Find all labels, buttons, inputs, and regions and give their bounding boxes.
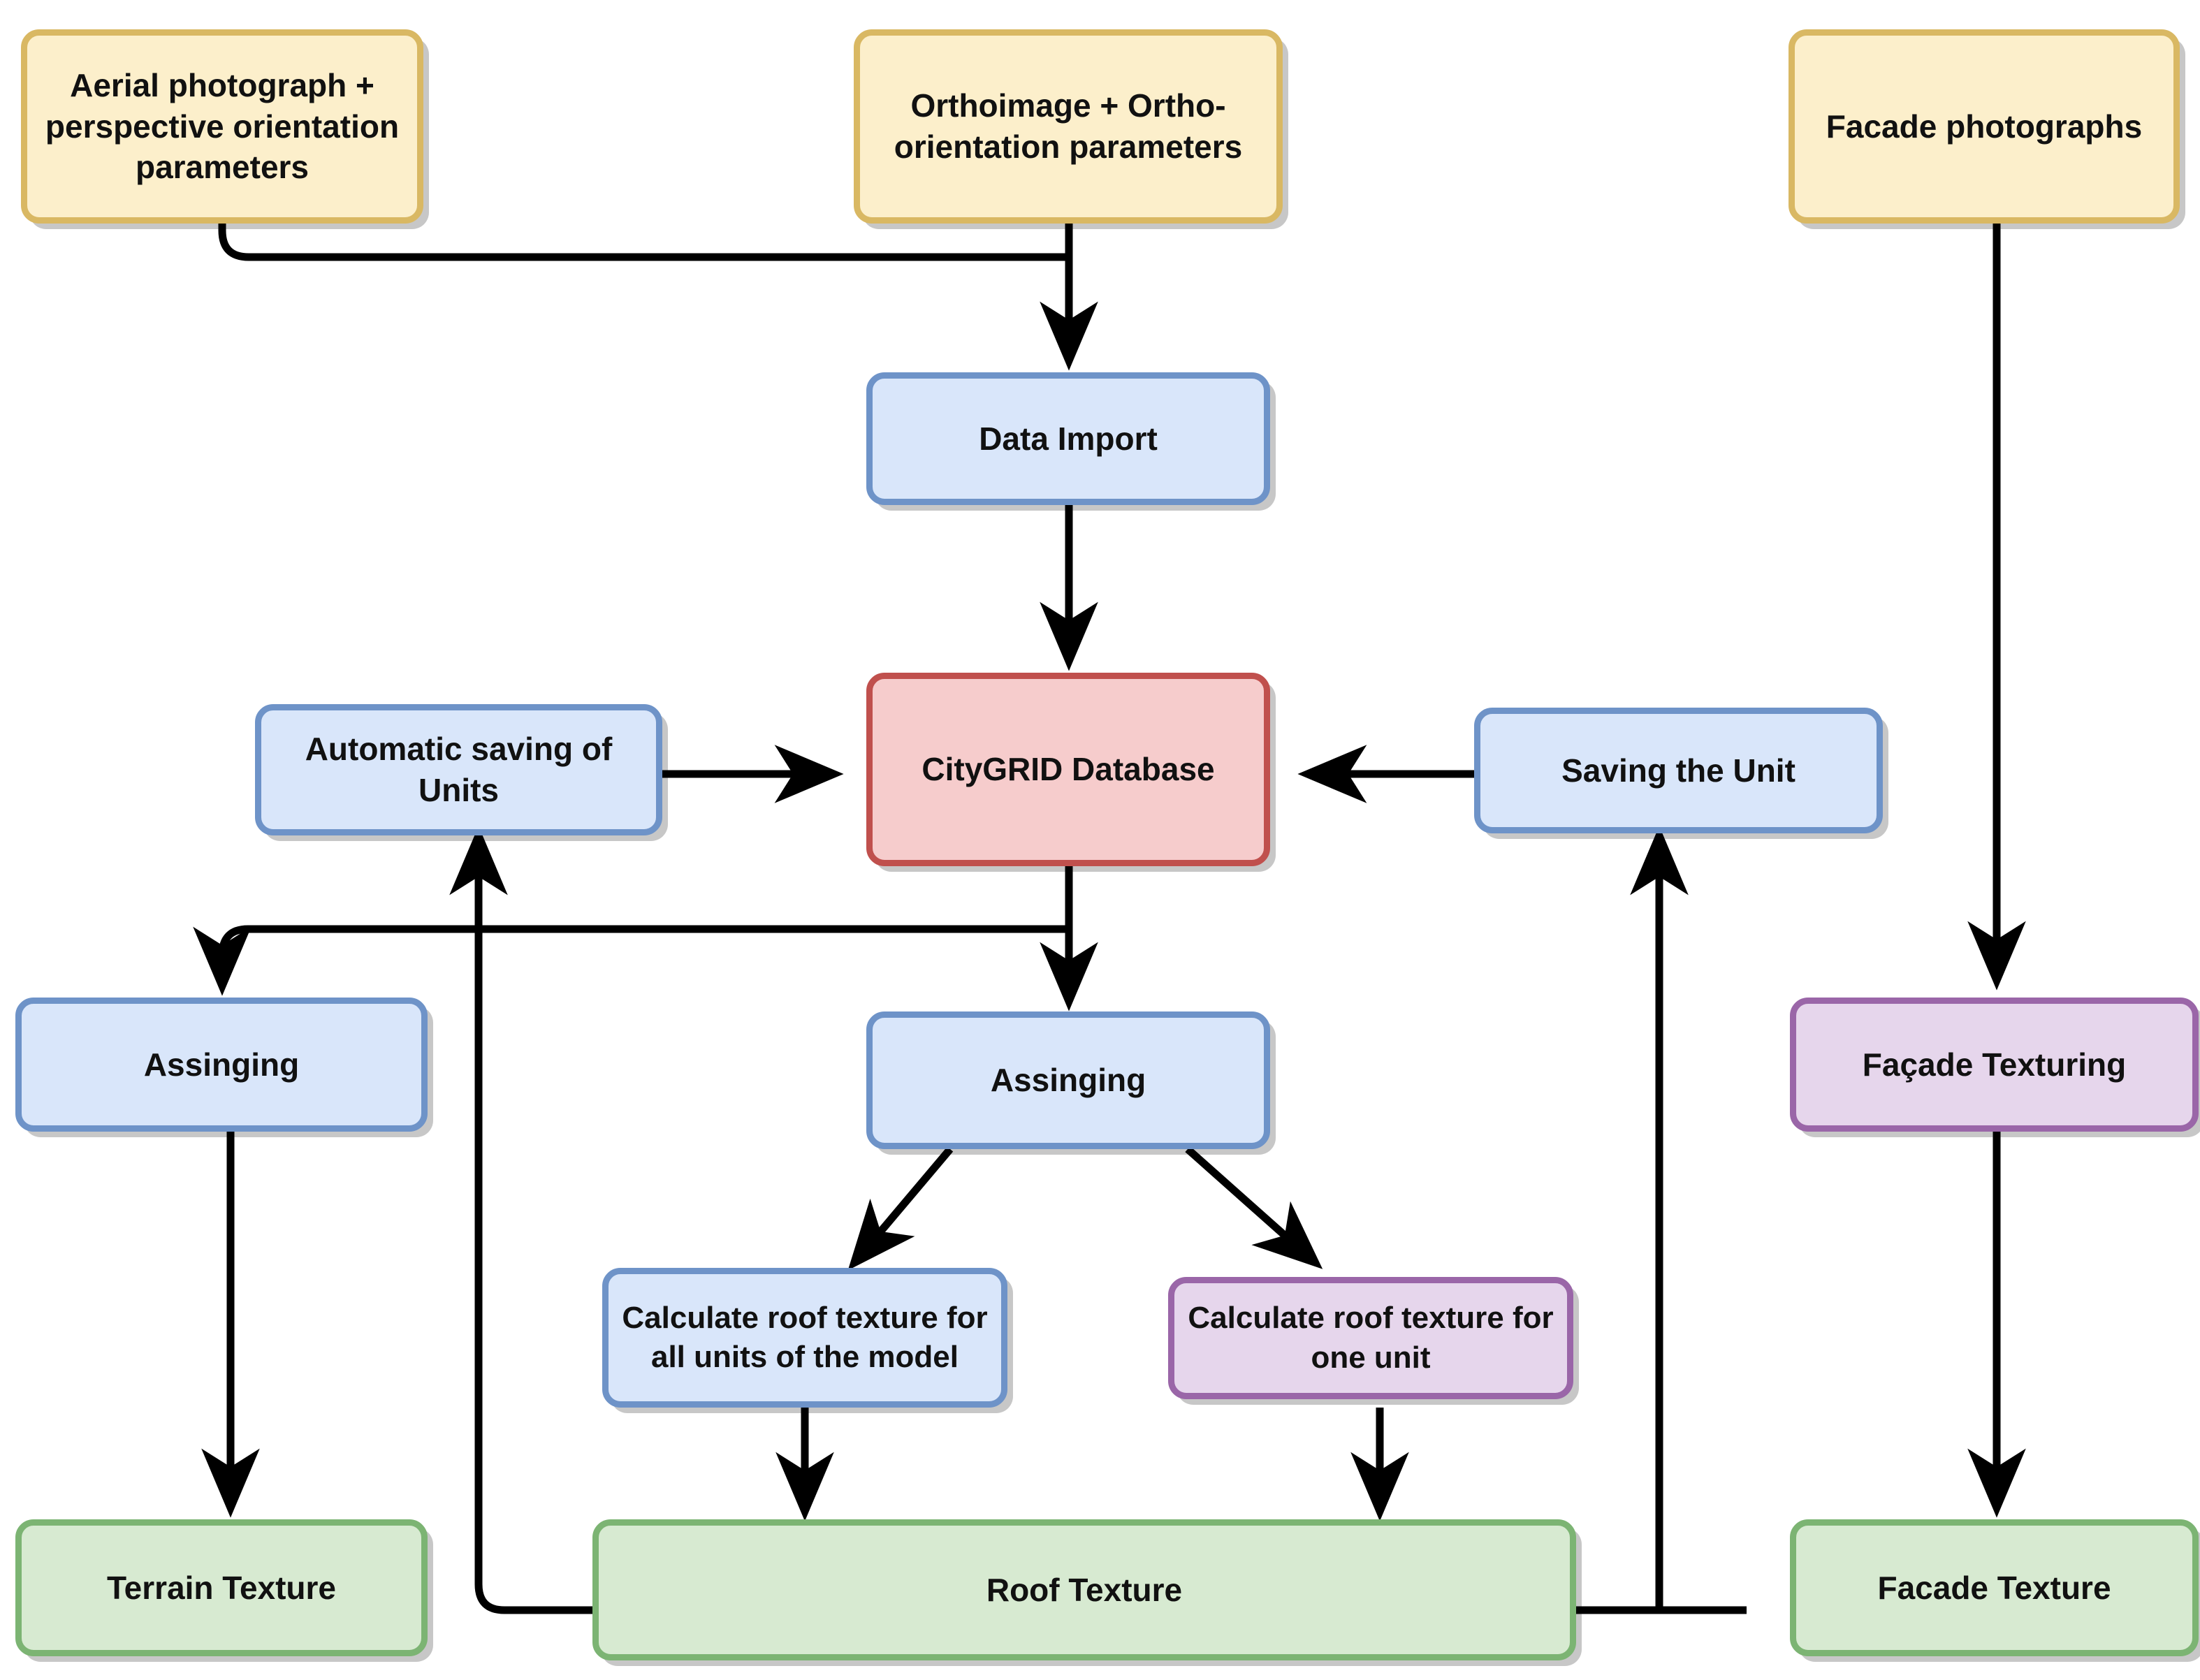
node-facade-texture[interactable]: Facade Texture — [1790, 1519, 2199, 1656]
node-aerial-photograph[interactable]: Aerial photograph + perspective orientat… — [21, 29, 423, 224]
node-label: CityGRID Database — [921, 751, 1215, 788]
node-label: Aerial photograph + perspective orientat… — [45, 66, 400, 186]
node-assinging-mid[interactable]: Assinging — [866, 1011, 1270, 1149]
node-label: Calculate roof texture for all units of … — [622, 1300, 988, 1374]
node-assinging-left[interactable]: Assinging — [15, 998, 428, 1132]
node-data-import[interactable]: Data Import — [866, 372, 1270, 505]
node-label: Saving the Unit — [1561, 752, 1795, 789]
node-facade-photographs[interactable]: Facade photographs — [1789, 29, 2180, 224]
edge-rooftexture-to-autosave — [449, 826, 592, 1614]
node-facade-texturing[interactable]: Façade Texturing — [1790, 998, 2199, 1132]
node-label: Roof Texture — [986, 1571, 1183, 1608]
node-terrain-texture[interactable]: Terrain Texture — [15, 1519, 428, 1656]
node-saving-the-unit[interactable]: Saving the Unit — [1474, 708, 1883, 833]
node-label: Facade photographs — [1826, 108, 2143, 145]
edge-assingingmid-to-calcone — [1185, 1146, 1323, 1269]
edge-citygrid-to-assinging-left — [193, 866, 1073, 996]
node-label: Automatic saving of Units — [305, 731, 613, 808]
node-label: Assinging — [143, 1046, 300, 1083]
node-citygrid-database[interactable]: CityGRID Database — [866, 673, 1270, 866]
node-roof-texture[interactable]: Roof Texture — [592, 1519, 1576, 1660]
node-label: Calculate roof texture for one unit — [1188, 1301, 1554, 1375]
node-label: Facade Texture — [1877, 1569, 2111, 1606]
edge-aerial-to-dataimport — [218, 224, 1069, 261]
node-orthoimage[interactable]: Orthoimage + Ortho-orientation parameter… — [854, 29, 1283, 224]
node-label: Orthoimage + Ortho-orientation parameter… — [894, 87, 1243, 165]
node-label: Façade Texturing — [1862, 1046, 2127, 1083]
node-calculate-roof-texture-one-unit[interactable]: Calculate roof texture for one unit — [1168, 1277, 1573, 1399]
node-automatic-saving-of-units[interactable]: Automatic saving of Units — [255, 704, 662, 835]
node-label: Assinging — [990, 1062, 1146, 1099]
edge-assingingmid-to-calcall — [847, 1146, 954, 1271]
node-calculate-roof-texture-all-units[interactable]: Calculate roof texture for all units of … — [602, 1268, 1007, 1408]
node-label: Data Import — [979, 420, 1158, 457]
node-label: Terrain Texture — [106, 1569, 337, 1606]
